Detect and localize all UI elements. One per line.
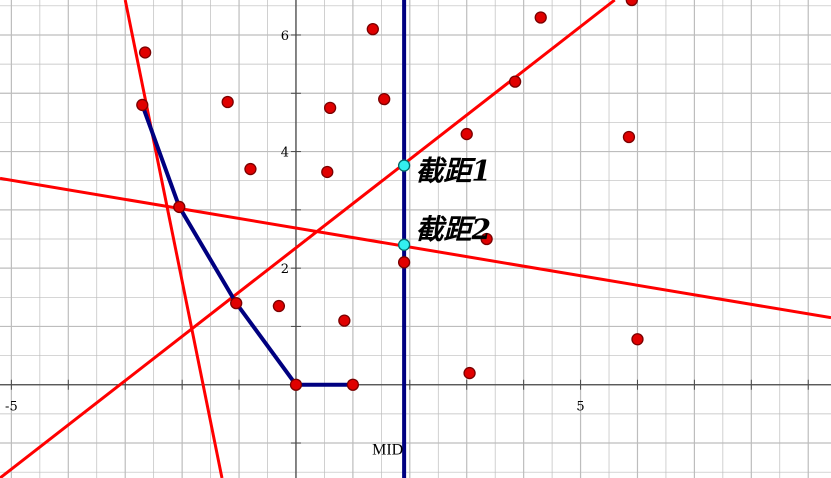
data-point — [346, 378, 360, 391]
intercept-point — [397, 238, 411, 251]
data-point — [272, 299, 286, 313]
data-point — [534, 11, 547, 24]
data-point — [138, 46, 152, 59]
mid-label: MID — [372, 442, 403, 459]
data-point — [463, 366, 476, 380]
data-point — [366, 22, 379, 36]
red-line — [0, 176, 831, 320]
y-tick-label: 4 — [281, 146, 289, 161]
data-point — [397, 256, 411, 269]
data-point — [323, 101, 337, 114]
data-point — [289, 378, 303, 391]
data-point — [480, 232, 493, 246]
intercept-label: 截距2 — [416, 213, 491, 246]
data-point — [631, 333, 644, 346]
data-point — [338, 314, 351, 327]
x-tick-label: -5 — [5, 400, 18, 415]
points — [136, 0, 644, 391]
x-tick-label: 5 — [576, 400, 584, 415]
data-point — [244, 162, 257, 176]
data-point — [136, 98, 149, 112]
data-point — [625, 0, 638, 7]
data-point — [173, 200, 186, 214]
data-point — [378, 92, 391, 106]
data-point — [321, 165, 334, 179]
data-point — [230, 296, 243, 310]
intercept-point — [397, 159, 411, 172]
data-point — [622, 130, 636, 144]
intercept-label: 截距1 — [416, 155, 491, 188]
data-point — [221, 95, 234, 109]
data-point — [508, 75, 522, 88]
y-tick-label: 6 — [281, 29, 289, 44]
red-line — [123, 0, 224, 478]
labels: MID -5 5 2 4 6 截距1 截距2 — [5, 29, 585, 459]
y-tick-label: 2 — [281, 262, 289, 277]
data-point — [460, 127, 473, 141]
